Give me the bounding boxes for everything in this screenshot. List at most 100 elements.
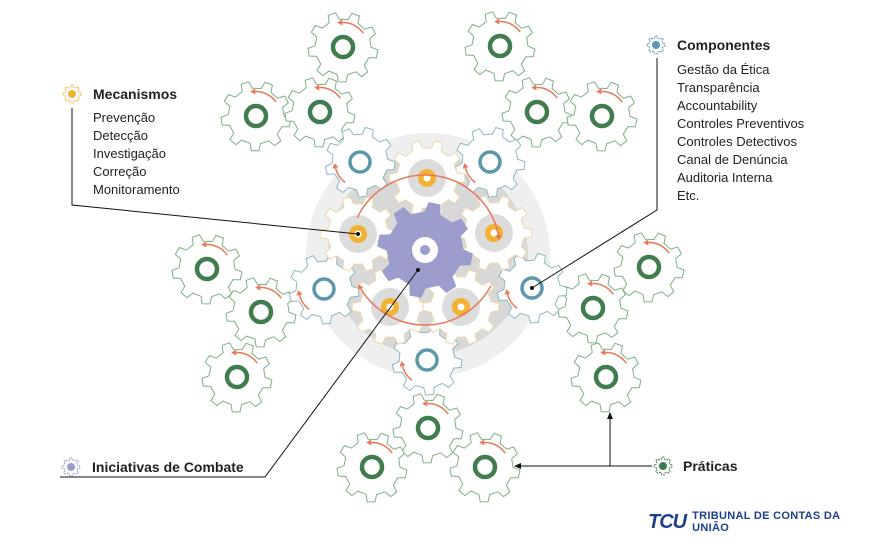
arrow-arc bbox=[464, 167, 476, 183]
leader-dot bbox=[356, 232, 360, 236]
arrowhead-icon bbox=[358, 284, 364, 291]
list-item: Controles Preventivos bbox=[677, 116, 805, 131]
purple-gear bbox=[377, 202, 473, 298]
ring-icon bbox=[359, 454, 385, 480]
arrowhead-icon bbox=[587, 280, 593, 287]
yellow-gear bbox=[455, 195, 533, 271]
arrow-arc bbox=[298, 294, 310, 310]
list-item: Transparência bbox=[677, 80, 760, 95]
arrow-arc bbox=[334, 167, 346, 183]
praticas-title: Práticas bbox=[683, 458, 738, 474]
list-item: Auditoria Interna bbox=[677, 170, 773, 185]
arrow-arc bbox=[401, 365, 413, 381]
rotation-arrow bbox=[531, 84, 558, 99]
rotation-arrow bbox=[296, 290, 310, 310]
mecanismos-list: Prevenção Detecção Investigação Correção… bbox=[93, 109, 180, 199]
rotation-arrow bbox=[250, 88, 277, 103]
hub-center bbox=[457, 303, 465, 311]
arrow-arc bbox=[506, 293, 518, 309]
ring-icon bbox=[330, 34, 356, 60]
arrowhead-icon bbox=[250, 88, 256, 95]
ring-icon bbox=[312, 277, 336, 301]
componentes-leader-line bbox=[531, 58, 658, 289]
ring-icon bbox=[478, 150, 502, 174]
arrow-arc bbox=[605, 351, 627, 364]
arrow-arc bbox=[360, 285, 492, 326]
arrowhead-icon bbox=[255, 284, 261, 291]
rotation-arrow bbox=[337, 19, 364, 34]
rotation-arrow bbox=[600, 349, 627, 364]
list-item: Monitoramento bbox=[93, 182, 180, 197]
arrowhead-icon bbox=[495, 234, 502, 241]
arrowhead-icon bbox=[366, 439, 372, 446]
rotation-arrow bbox=[422, 400, 449, 415]
iniciativas-icon bbox=[61, 457, 81, 477]
arrowhead-icon bbox=[296, 290, 303, 296]
ring-icon bbox=[520, 276, 544, 300]
yellow-gear bbox=[351, 269, 429, 345]
arrowhead-icon bbox=[531, 84, 537, 91]
arrowhead-icon bbox=[479, 439, 485, 446]
ring-icon bbox=[487, 33, 513, 59]
list-item: Correção bbox=[93, 164, 147, 179]
hub-center bbox=[420, 245, 430, 255]
arrowhead-icon bbox=[231, 349, 237, 356]
leader-dot bbox=[530, 286, 534, 290]
list-item: Investigação bbox=[93, 146, 166, 161]
arrow-arc bbox=[648, 241, 670, 254]
ring-icon bbox=[194, 256, 220, 282]
arrowhead-icon bbox=[643, 239, 649, 246]
ring-icon bbox=[307, 99, 333, 125]
rotation-arrow bbox=[479, 439, 506, 454]
rotation-arrow bbox=[596, 88, 623, 103]
rotation-arrow bbox=[332, 163, 346, 183]
rotation-arrow bbox=[643, 239, 670, 254]
hub-center bbox=[490, 229, 498, 237]
arrowhead-icon bbox=[462, 163, 469, 169]
ring-icon bbox=[472, 454, 498, 480]
arrow-arc bbox=[499, 20, 521, 33]
rotation-arrow bbox=[201, 241, 228, 256]
arrow-arc bbox=[236, 351, 258, 364]
hub-center bbox=[423, 174, 431, 182]
dot bbox=[659, 462, 667, 470]
list-item: Detecção bbox=[93, 128, 148, 143]
dot bbox=[652, 41, 660, 49]
ring-icon bbox=[348, 150, 372, 174]
arrowhead-icon bbox=[514, 463, 521, 469]
big-rotation-arrow bbox=[356, 174, 502, 241]
list-item: Canal de Denúncia bbox=[677, 152, 788, 167]
arrow-arc bbox=[592, 282, 614, 295]
ring-icon bbox=[248, 299, 274, 325]
tcu-logo: TCU TRIBUNAL DE CONTAS DA UNIÃO bbox=[648, 510, 874, 534]
ring-icon bbox=[415, 348, 439, 372]
rotation-arrow bbox=[462, 163, 476, 183]
tcu-logo-mark: TCU bbox=[648, 510, 687, 533]
ring-icon bbox=[593, 364, 619, 390]
ring-icon bbox=[415, 415, 441, 441]
arrowhead-icon bbox=[607, 412, 613, 419]
componentes-icon bbox=[646, 35, 666, 55]
dot bbox=[67, 463, 75, 471]
rotation-arrow bbox=[494, 18, 521, 33]
arrow-arc bbox=[260, 286, 282, 299]
arrowhead-icon bbox=[494, 18, 500, 25]
arrow-arc bbox=[342, 21, 364, 34]
rotation-arrow bbox=[399, 361, 413, 381]
rotation-arrow bbox=[255, 284, 282, 299]
ring-icon bbox=[243, 103, 269, 129]
arrow-arc bbox=[601, 90, 623, 103]
leader-dot bbox=[416, 268, 420, 272]
rotation-arrow bbox=[231, 349, 258, 364]
arrowhead-icon bbox=[332, 163, 339, 169]
arrow-arc bbox=[206, 243, 228, 256]
arrow-arc bbox=[427, 402, 449, 415]
ring-icon bbox=[589, 103, 615, 129]
componentes-title: Componentes bbox=[677, 37, 771, 53]
iniciativas-leader-line bbox=[60, 269, 419, 478]
ring-icon bbox=[224, 364, 250, 390]
ring-icon bbox=[524, 99, 550, 125]
yellow-gear bbox=[388, 140, 466, 216]
